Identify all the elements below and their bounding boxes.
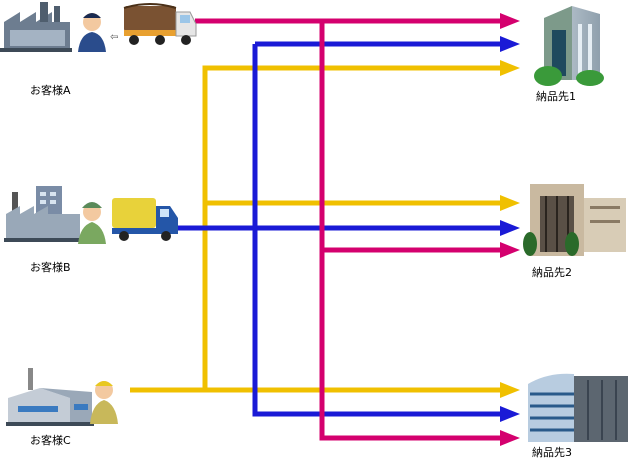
route-blue-to-dest3 (252, 44, 502, 417)
arrowhead-yellow-2 (500, 195, 520, 211)
factory-icon (0, 2, 72, 52)
arrowhead-magenta-1 (500, 13, 520, 29)
customer-a-label: お客様A (30, 84, 71, 97)
route-blue (178, 36, 520, 422)
arrowhead-yellow-3 (500, 382, 520, 398)
destination-1-building (534, 6, 604, 86)
arrowhead-blue-3 (500, 406, 520, 422)
arrowhead-yellow-1 (500, 60, 520, 76)
destination-3-label: 納品先3 (532, 446, 572, 459)
office-building-icon (523, 184, 626, 256)
destination-2-label: 納品先2 (532, 266, 572, 279)
office-building-icon (534, 6, 604, 86)
arrowhead-blue-2 (500, 220, 520, 236)
destination-1-label: 納品先1 (536, 90, 576, 103)
svg-text:⇦: ⇦ (110, 32, 118, 43)
truck-icon (112, 198, 178, 241)
arrowhead-magenta-2 (500, 242, 520, 258)
office-building-icon (528, 373, 628, 442)
arrowhead-blue-1 (500, 36, 520, 52)
arrowhead-magenta-3 (500, 430, 520, 446)
customer-c-group (6, 368, 118, 426)
truck-icon: ⇦ (110, 3, 197, 45)
factory-icon (6, 368, 94, 426)
worker-icon (90, 381, 118, 424)
customer-b-group (4, 186, 178, 244)
factory-icon (4, 186, 84, 242)
worker-icon (78, 13, 106, 52)
customer-b-label: お客様B (30, 261, 71, 274)
route-magenta-to-dest3 (319, 21, 502, 441)
worker-icon (78, 202, 106, 244)
route-magenta (195, 13, 520, 446)
destination-3-building (528, 373, 628, 442)
customer-c-label: お客様C (30, 434, 71, 447)
destination-2-building (523, 184, 626, 256)
customer-a-group: ⇦ (0, 2, 197, 52)
